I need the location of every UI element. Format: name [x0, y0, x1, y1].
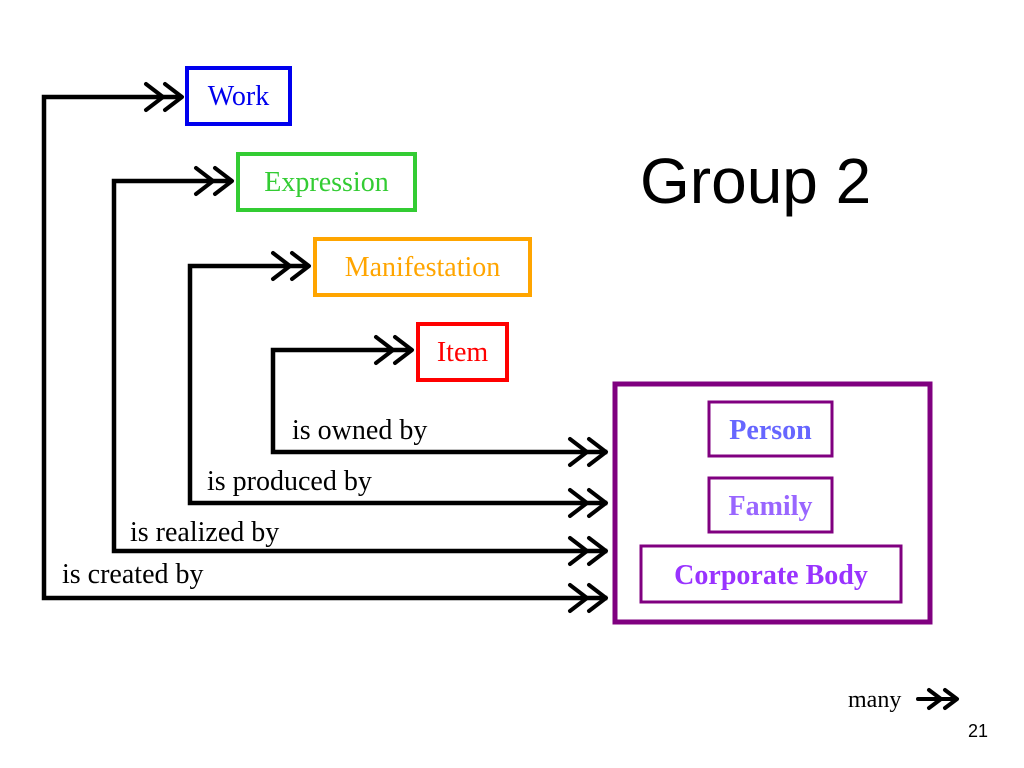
produced-by-connector	[187, 263, 608, 506]
corporate-body-box: Corporate Body	[639, 544, 903, 604]
item-label: Item	[437, 337, 489, 368]
item-double-arrow-icon	[374, 335, 414, 365]
created-by-label: is created by	[62, 559, 204, 590]
legend: many	[848, 687, 959, 713]
work-box: Work	[185, 66, 292, 126]
item-box: Item	[416, 322, 509, 382]
manifestation-label: Manifestation	[345, 252, 501, 283]
person-label: Person	[729, 415, 812, 446]
legend-double-arrow-icon	[916, 688, 959, 710]
expression-label: Expression	[264, 167, 388, 198]
manifestation-double-arrow-icon	[271, 251, 311, 281]
page-number: 21	[968, 721, 988, 741]
produced-by-label: is produced by	[207, 466, 372, 497]
person-box: Person	[707, 400, 834, 458]
created-by-connector	[41, 94, 608, 601]
produced-by-double-arrow-icon	[568, 488, 608, 518]
owned-by-double-arrow-icon	[568, 437, 608, 467]
created-by-double-arrow-icon	[568, 583, 608, 613]
work-label: Work	[208, 81, 270, 112]
realized-by-connector	[111, 178, 608, 554]
legend-many-label: many	[848, 687, 901, 713]
manifestation-box: Manifestation	[313, 237, 532, 297]
family-label: Family	[729, 491, 813, 522]
family-box: Family	[707, 476, 834, 534]
group2-container: Person Family Corporate Body	[612, 381, 933, 625]
owned-by-connector	[270, 347, 608, 455]
expression-box: Expression	[236, 152, 417, 212]
owned-by-label: is owned by	[292, 415, 427, 446]
work-double-arrow-icon	[144, 82, 184, 112]
realized-by-double-arrow-icon	[568, 536, 608, 566]
expression-double-arrow-icon	[194, 166, 234, 196]
realized-by-label: is realized by	[130, 517, 279, 548]
slide-title: Group 2	[640, 145, 871, 217]
corporate-body-label: Corporate Body	[674, 560, 868, 591]
